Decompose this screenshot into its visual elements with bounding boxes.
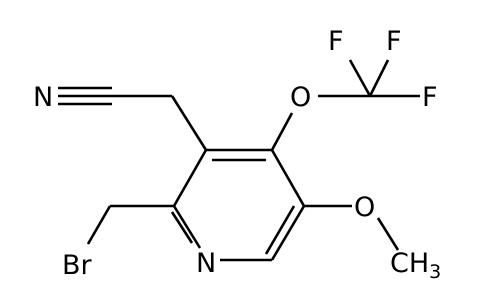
c-f1-bond <box>348 59 372 97</box>
atom-ch3-subscript: 3 <box>429 261 441 283</box>
atom-br: Br <box>62 250 93 281</box>
bonds <box>58 59 420 262</box>
ring-c5-c6 <box>270 205 306 261</box>
c-f2-bond <box>368 59 390 97</box>
ring-c5-c6-double <box>264 205 296 255</box>
atom-n-nitrile: N <box>33 82 53 113</box>
ring-c4-c5 <box>270 149 306 207</box>
atom-f3: F <box>422 82 438 113</box>
ring-c2-c3 <box>172 149 208 207</box>
ring-n-c2-double <box>170 211 194 244</box>
ch2-ring-bond <box>170 95 208 151</box>
atom-n-pyridine: N <box>196 248 216 279</box>
ring-n-c2 <box>172 205 202 249</box>
atom-f1: F <box>328 26 344 57</box>
o-ch3-bond <box>376 217 400 251</box>
atom-f2: F <box>386 26 402 57</box>
atom-ch3: CH3 <box>390 248 441 283</box>
atom-o-methoxy: O <box>354 192 375 223</box>
atom-o-trifluoromethoxy: O <box>290 82 311 113</box>
atom-labels: N O F F F N Br O CH3 <box>33 26 441 283</box>
atom-ch3-main: CH <box>390 248 429 279</box>
ch2-br-bond <box>86 205 112 245</box>
c4-o-bond <box>270 112 294 151</box>
